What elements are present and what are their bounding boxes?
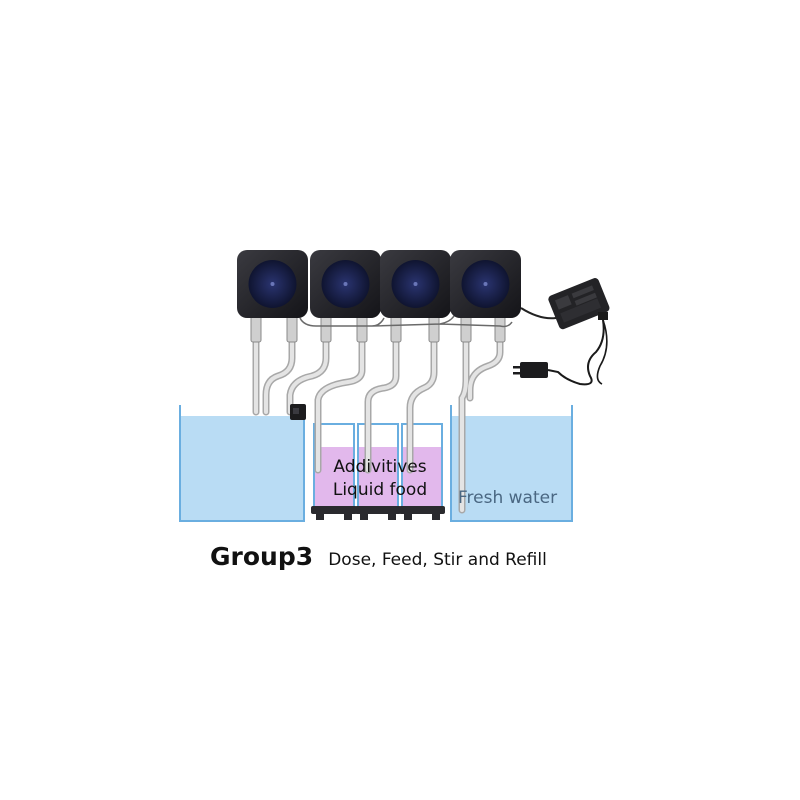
tube-pump2-right xyxy=(316,316,364,472)
power-plug-prong xyxy=(513,372,521,375)
caption: Group3 Dose, Feed, Stir and Refill xyxy=(210,542,547,571)
control-cable xyxy=(299,315,513,328)
power-adapter xyxy=(513,278,610,386)
power-adapter-detail xyxy=(560,298,602,323)
additive-container-base-3 xyxy=(399,506,445,514)
pump-4-rotor-center xyxy=(483,282,488,286)
pump-3 xyxy=(380,250,451,318)
pump-1 xyxy=(237,250,308,318)
main-tank-water xyxy=(180,416,304,521)
additive-container-foot xyxy=(316,514,324,520)
power-cable-dc xyxy=(520,307,557,320)
tube-pump3-left xyxy=(366,316,398,472)
fresh-water-tank-water xyxy=(451,416,572,521)
caption-title: Group3 xyxy=(210,542,314,571)
tube-pump2-left xyxy=(288,316,328,414)
power-adapter-socket xyxy=(598,312,608,320)
additive-container-foot xyxy=(388,514,396,520)
pump-4 xyxy=(450,250,521,318)
tube-fitting xyxy=(494,315,506,343)
additive-container-base-1 xyxy=(311,506,357,514)
tube-pump4-right xyxy=(468,316,502,400)
power-cable-ac xyxy=(547,319,605,386)
additive-container-foot xyxy=(404,514,412,520)
main-tank xyxy=(179,405,305,522)
power-plug xyxy=(520,362,548,378)
tube-fitting xyxy=(428,315,440,343)
tube-fitting xyxy=(356,315,368,343)
additive-container-foot xyxy=(360,514,368,520)
pump-2-rotor-center xyxy=(343,282,348,286)
fresh-water-tank xyxy=(450,405,573,522)
additives-label-line1: Addivitives xyxy=(333,457,427,477)
additive-container-3 xyxy=(399,423,445,520)
tube-pump1-right xyxy=(264,316,294,414)
additive-container-foot xyxy=(344,514,352,520)
power-adapter-detail xyxy=(574,292,597,306)
tube-fitting xyxy=(460,315,472,343)
main-tank-wall xyxy=(179,405,305,522)
pump-1-rotor-center xyxy=(270,282,275,286)
tube-pump3-right xyxy=(408,316,436,472)
additives-label: Addivitives Liquid food xyxy=(316,456,444,502)
power-cable-ac xyxy=(596,319,608,385)
tube-fitting xyxy=(250,315,262,343)
fresh-water-tank-wall xyxy=(450,405,573,522)
pump-3-rotor-center xyxy=(413,282,418,286)
tube-fitting xyxy=(286,315,298,343)
caption-subtitle: Dose, Feed, Stir and Refill xyxy=(328,550,547,570)
level-sensor xyxy=(290,404,306,420)
power-adapter-detail xyxy=(554,295,572,310)
tube-fittings xyxy=(250,315,506,343)
power-plug-prong xyxy=(513,366,521,369)
pump-2 xyxy=(310,250,381,318)
additive-container-base-2 xyxy=(355,506,401,514)
level-sensor-window xyxy=(293,408,299,414)
power-adapter-detail xyxy=(571,285,594,299)
tube-pump4-left xyxy=(460,316,468,512)
additive-container-foot xyxy=(432,514,440,520)
tubing xyxy=(252,314,504,514)
additives-label-line2: Liquid food xyxy=(332,480,428,500)
fresh-water-label: Fresh water xyxy=(458,488,558,508)
tube-fitting xyxy=(320,315,332,343)
tube-fitting xyxy=(390,315,402,343)
